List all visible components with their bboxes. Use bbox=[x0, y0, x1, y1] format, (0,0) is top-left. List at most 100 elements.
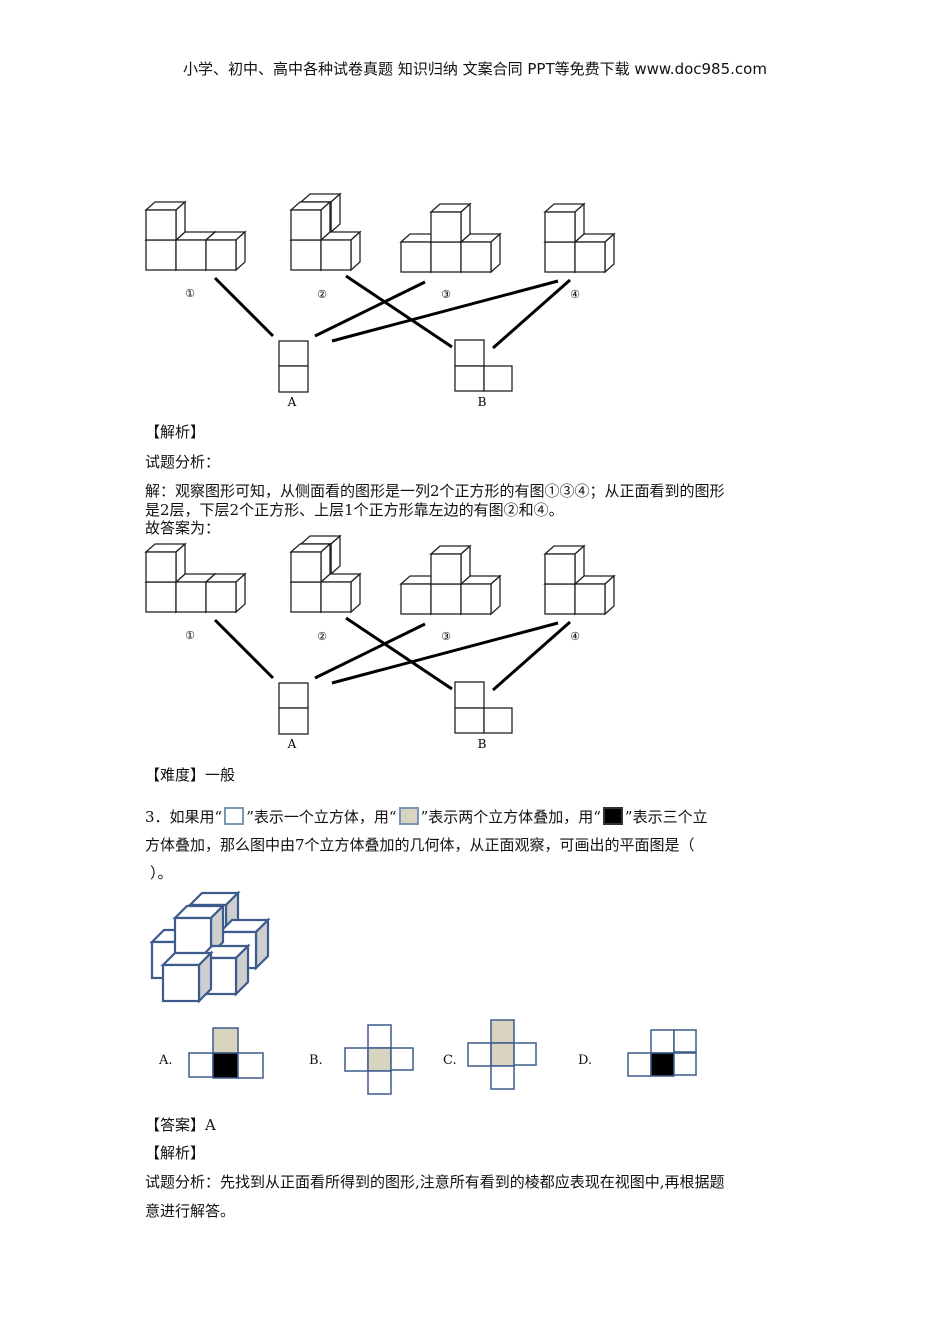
option-a-label[interactable]: A. bbox=[159, 1053, 173, 1068]
cube-front-face bbox=[290, 551, 322, 583]
connector-line bbox=[492, 620, 571, 692]
cube bbox=[429, 202, 472, 244]
cube-front-face bbox=[574, 583, 606, 615]
cube-front-face bbox=[290, 239, 322, 271]
option-c-label[interactable]: C. bbox=[443, 1053, 457, 1068]
cube-front-face bbox=[430, 553, 462, 585]
difficulty: 【难度】一般 bbox=[145, 766, 236, 784]
label-b: B bbox=[478, 395, 487, 409]
triple-cube-swatch-icon bbox=[602, 807, 623, 825]
option-a-square bbox=[237, 1052, 264, 1079]
label-1: ① bbox=[185, 287, 195, 300]
cube-front-face bbox=[205, 581, 237, 613]
cube bbox=[144, 200, 187, 242]
option-d-square bbox=[650, 1052, 675, 1077]
option-c-square bbox=[490, 1065, 515, 1090]
view-a-square bbox=[278, 707, 309, 735]
option-d-square bbox=[627, 1052, 652, 1077]
option-d-square bbox=[673, 1029, 697, 1053]
q3-line3: ）。 bbox=[150, 864, 173, 882]
cube bbox=[160, 950, 214, 1004]
option-b-square bbox=[344, 1047, 369, 1072]
cube-front-face bbox=[145, 551, 177, 583]
view-b-square bbox=[454, 707, 485, 734]
option-b-square bbox=[390, 1047, 414, 1071]
q3-analysis-line2: 意进行解答。 bbox=[145, 1202, 236, 1220]
cube bbox=[573, 574, 616, 616]
cube-front-face bbox=[145, 239, 177, 271]
option-a-square bbox=[212, 1027, 239, 1054]
q3-p3: ”表示两个立方体叠加，用“ bbox=[420, 808, 601, 826]
cube bbox=[172, 903, 226, 957]
cube-front-face bbox=[430, 211, 462, 243]
cube bbox=[319, 572, 362, 614]
option-a-square bbox=[212, 1052, 239, 1079]
label-4: ④ bbox=[570, 288, 580, 301]
option-c-square bbox=[513, 1042, 537, 1066]
q3-line2: 方体叠加，那么图中由7个立方体叠加的几何体，从正面观察，可画出的平面图是（ bbox=[145, 836, 695, 854]
cube bbox=[144, 542, 187, 584]
view-a-square bbox=[278, 365, 309, 393]
view-a-square bbox=[278, 340, 309, 367]
option-b-square bbox=[367, 1070, 392, 1095]
analysis-sub: 试题分析： bbox=[145, 453, 221, 471]
label-a: A bbox=[287, 737, 297, 751]
cube-stack-figure bbox=[149, 890, 697, 1095]
label-4: ④ bbox=[570, 630, 580, 643]
view-a-square bbox=[278, 682, 309, 709]
cube-front-face bbox=[161, 963, 201, 1003]
view-b-square bbox=[454, 339, 485, 367]
label-a: A bbox=[287, 395, 297, 409]
label-2: ② bbox=[317, 630, 327, 643]
cube-front-face bbox=[145, 209, 177, 241]
matching-figure-question: ① ② ③ ④ A B bbox=[144, 192, 616, 409]
cube-front-face bbox=[544, 553, 576, 585]
cube-front-face bbox=[574, 241, 606, 273]
cube bbox=[459, 232, 502, 274]
answer-intro: 故答案为： bbox=[145, 519, 221, 537]
cube bbox=[319, 230, 362, 272]
single-cube-swatch-icon bbox=[224, 807, 245, 825]
option-b-label[interactable]: B. bbox=[309, 1053, 323, 1068]
q3-p4: ”表示三个立 bbox=[624, 808, 708, 826]
label-3: ③ bbox=[441, 288, 451, 301]
view-b-square bbox=[483, 707, 513, 734]
q3-p1: 3．如果用“ bbox=[145, 808, 223, 826]
cube-front-face bbox=[460, 241, 492, 273]
view-b-square bbox=[454, 681, 485, 709]
cube bbox=[543, 202, 586, 244]
option-d-label[interactable]: D. bbox=[578, 1053, 593, 1068]
cube bbox=[204, 572, 247, 614]
q3-analysis-line1: 试题分析：先找到从正面看所得到的图形,注意所有看到的棱都应表现在视图中,再根据题 bbox=[145, 1173, 725, 1191]
double-cube-swatch-icon bbox=[398, 807, 419, 825]
option-b-square bbox=[367, 1047, 392, 1072]
cube-front-face bbox=[430, 241, 462, 273]
cube bbox=[429, 544, 472, 586]
cube bbox=[204, 230, 247, 272]
label-b: B bbox=[478, 737, 487, 751]
label-2: ② bbox=[317, 288, 327, 301]
view-b-square bbox=[454, 365, 485, 392]
cube bbox=[289, 542, 332, 584]
label-3: ③ bbox=[441, 630, 451, 643]
connector-line bbox=[314, 280, 426, 338]
connector-line bbox=[345, 616, 453, 691]
option-d-square bbox=[673, 1052, 697, 1076]
option-b-square bbox=[367, 1024, 392, 1049]
cube-front-face bbox=[320, 581, 352, 613]
q3-p2: ”表示一个立方体，用“ bbox=[246, 808, 397, 826]
page-header: 小学、初中、高中各种试卷真题 知识归纳 文案合同 PPT等免费下载 www.do… bbox=[183, 60, 767, 78]
cube-front-face bbox=[320, 239, 352, 271]
q3-line1: 3．如果用“ ”表示一个立方体，用“ ”表示两个立方体叠加，用“ ”表示三个立 bbox=[145, 807, 708, 826]
option-c-square bbox=[490, 1019, 515, 1044]
view-b-square bbox=[483, 365, 513, 392]
cube-front-face bbox=[544, 211, 576, 243]
cube bbox=[289, 200, 332, 242]
connector-line bbox=[345, 274, 453, 349]
option-d-square bbox=[650, 1029, 675, 1054]
label-1: ① bbox=[185, 629, 195, 642]
connector-line bbox=[492, 278, 571, 350]
q3-analysis-heading: 【解析】 bbox=[145, 1144, 206, 1162]
analysis-line1: 解：观察图形可知，从侧面看的图形是一列2个正方形的有图①③④；从正面看到的图形 bbox=[145, 482, 725, 500]
